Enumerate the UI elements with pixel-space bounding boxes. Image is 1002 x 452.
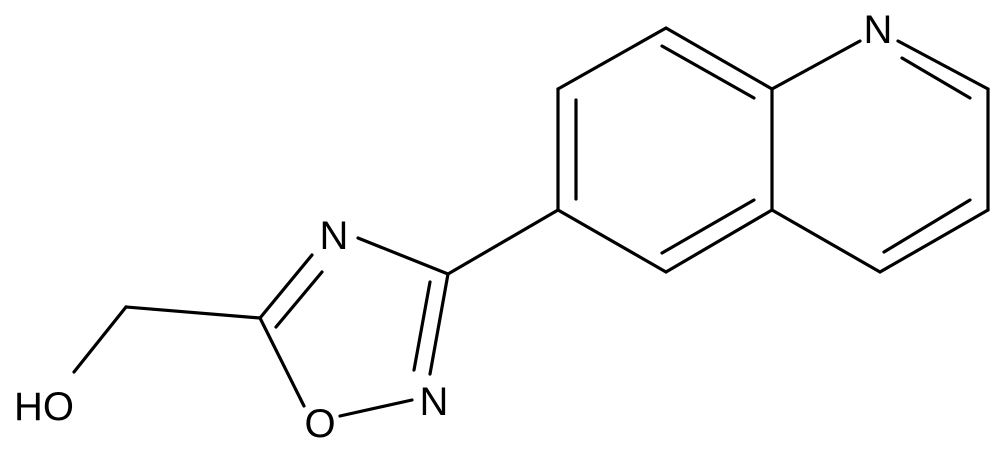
bond: [770, 39, 862, 91]
quinoline-benzo-ring: [556, 26, 774, 274]
bond: [878, 208, 990, 274]
bond: [428, 272, 450, 376]
bond: [896, 39, 990, 91]
bond: [556, 208, 668, 274]
hydroxyl-label: HO: [14, 385, 74, 429]
quinoline-pyridine-ring: [770, 39, 990, 274]
bond: [556, 26, 668, 91]
bond: [338, 398, 414, 418]
bond: [124, 305, 262, 320]
nitrogen-oxadiazole-bottom-label: N: [420, 380, 449, 424]
bond: [770, 208, 882, 274]
double-bond-inner: [412, 280, 432, 372]
bond: [258, 253, 314, 320]
bond: [664, 26, 774, 91]
double-bond-inner: [900, 56, 972, 100]
double-bond-inner: [274, 270, 324, 329]
bond: [72, 305, 128, 374]
bond: [258, 316, 306, 408]
double-bond-inner: [882, 198, 972, 254]
oxygen-ring-label: O: [304, 402, 335, 446]
double-bond-inner: [660, 198, 756, 255]
bond: [356, 236, 450, 276]
nitrogen-quinoline-label: N: [864, 8, 893, 52]
double-bond-inner: [660, 44, 756, 100]
biaryl-bond: [446, 208, 560, 276]
oxadiazole-ring: [258, 236, 450, 418]
bond: [664, 208, 774, 274]
nitrogen-oxadiazole-top-label: N: [320, 214, 349, 258]
